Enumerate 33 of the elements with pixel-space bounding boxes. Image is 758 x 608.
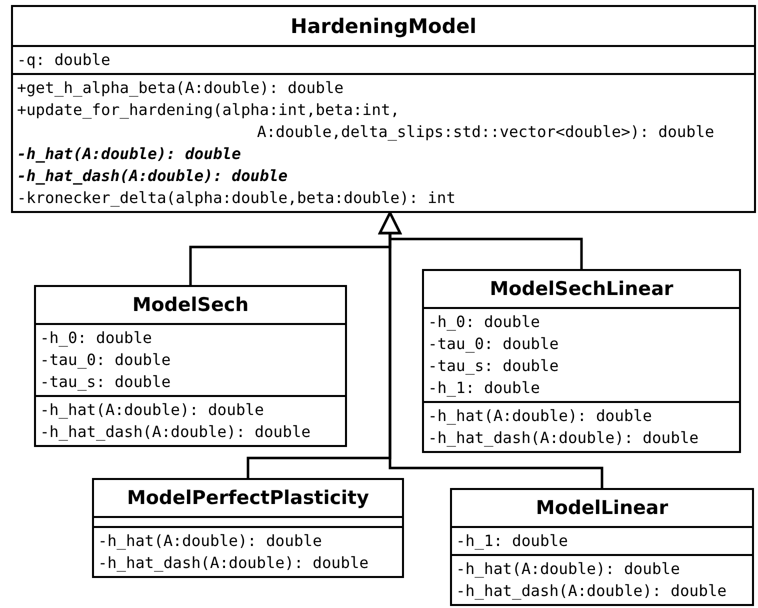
class-box — [92, 478, 404, 578]
member-text: +get_h_alpha_beta(A:double): double — [17, 78, 345, 99]
member-text: -h_1: double — [428, 378, 541, 399]
member-text: -kronecker_delta(alpha:double,beta:double): int — [17, 188, 457, 209]
member-text: -h_hat(A:double): double — [40, 400, 265, 421]
member-text: -h_1: double — [456, 531, 569, 552]
class-box — [11, 5, 756, 213]
class-name: ModelPerfectPlasticity — [126, 486, 370, 511]
member-text: -h_hat_dash(A:double): double — [17, 166, 289, 187]
member-text: -h_0: double — [428, 312, 541, 333]
member-text: -tau_0: double — [40, 350, 172, 371]
class-name: ModelSech — [132, 292, 249, 318]
class-box — [34, 285, 347, 447]
class-name: ModelSechLinear — [490, 276, 674, 302]
member-text: -h_hat_dash(A:double): double — [428, 428, 700, 449]
class-box — [450, 488, 754, 606]
member-text: -h_0: double — [40, 328, 153, 349]
member-text: +update_for_hardening(alpha:int,beta:int, A:double,delta_slips:std::vector<double>): double — [17, 100, 716, 143]
member-text: -h_hat(A:double): double — [456, 559, 681, 580]
member-text: -h_hat_dash(A:double): double — [40, 422, 312, 443]
member-text: -tau_s: double — [40, 372, 172, 393]
member-text: -h_hat(A:double): double — [17, 144, 242, 165]
member-text: -h_hat(A:double): double — [428, 406, 653, 427]
member-text: -tau_s: double — [428, 356, 560, 377]
class-box — [422, 269, 741, 453]
member-text: -h_hat_dash(A:double): double — [456, 581, 728, 602]
class-name: ModelLinear — [536, 496, 668, 521]
member-text: -h_hat_dash(A:double): double — [98, 553, 370, 574]
class-name: HardeningModel — [290, 13, 476, 40]
member-text: -h_hat(A:double): double — [98, 531, 323, 552]
member-text: -tau_0: double — [428, 334, 560, 355]
member-text: -q: double — [17, 50, 112, 71]
inheritance-arrow — [378, 212, 604, 488]
